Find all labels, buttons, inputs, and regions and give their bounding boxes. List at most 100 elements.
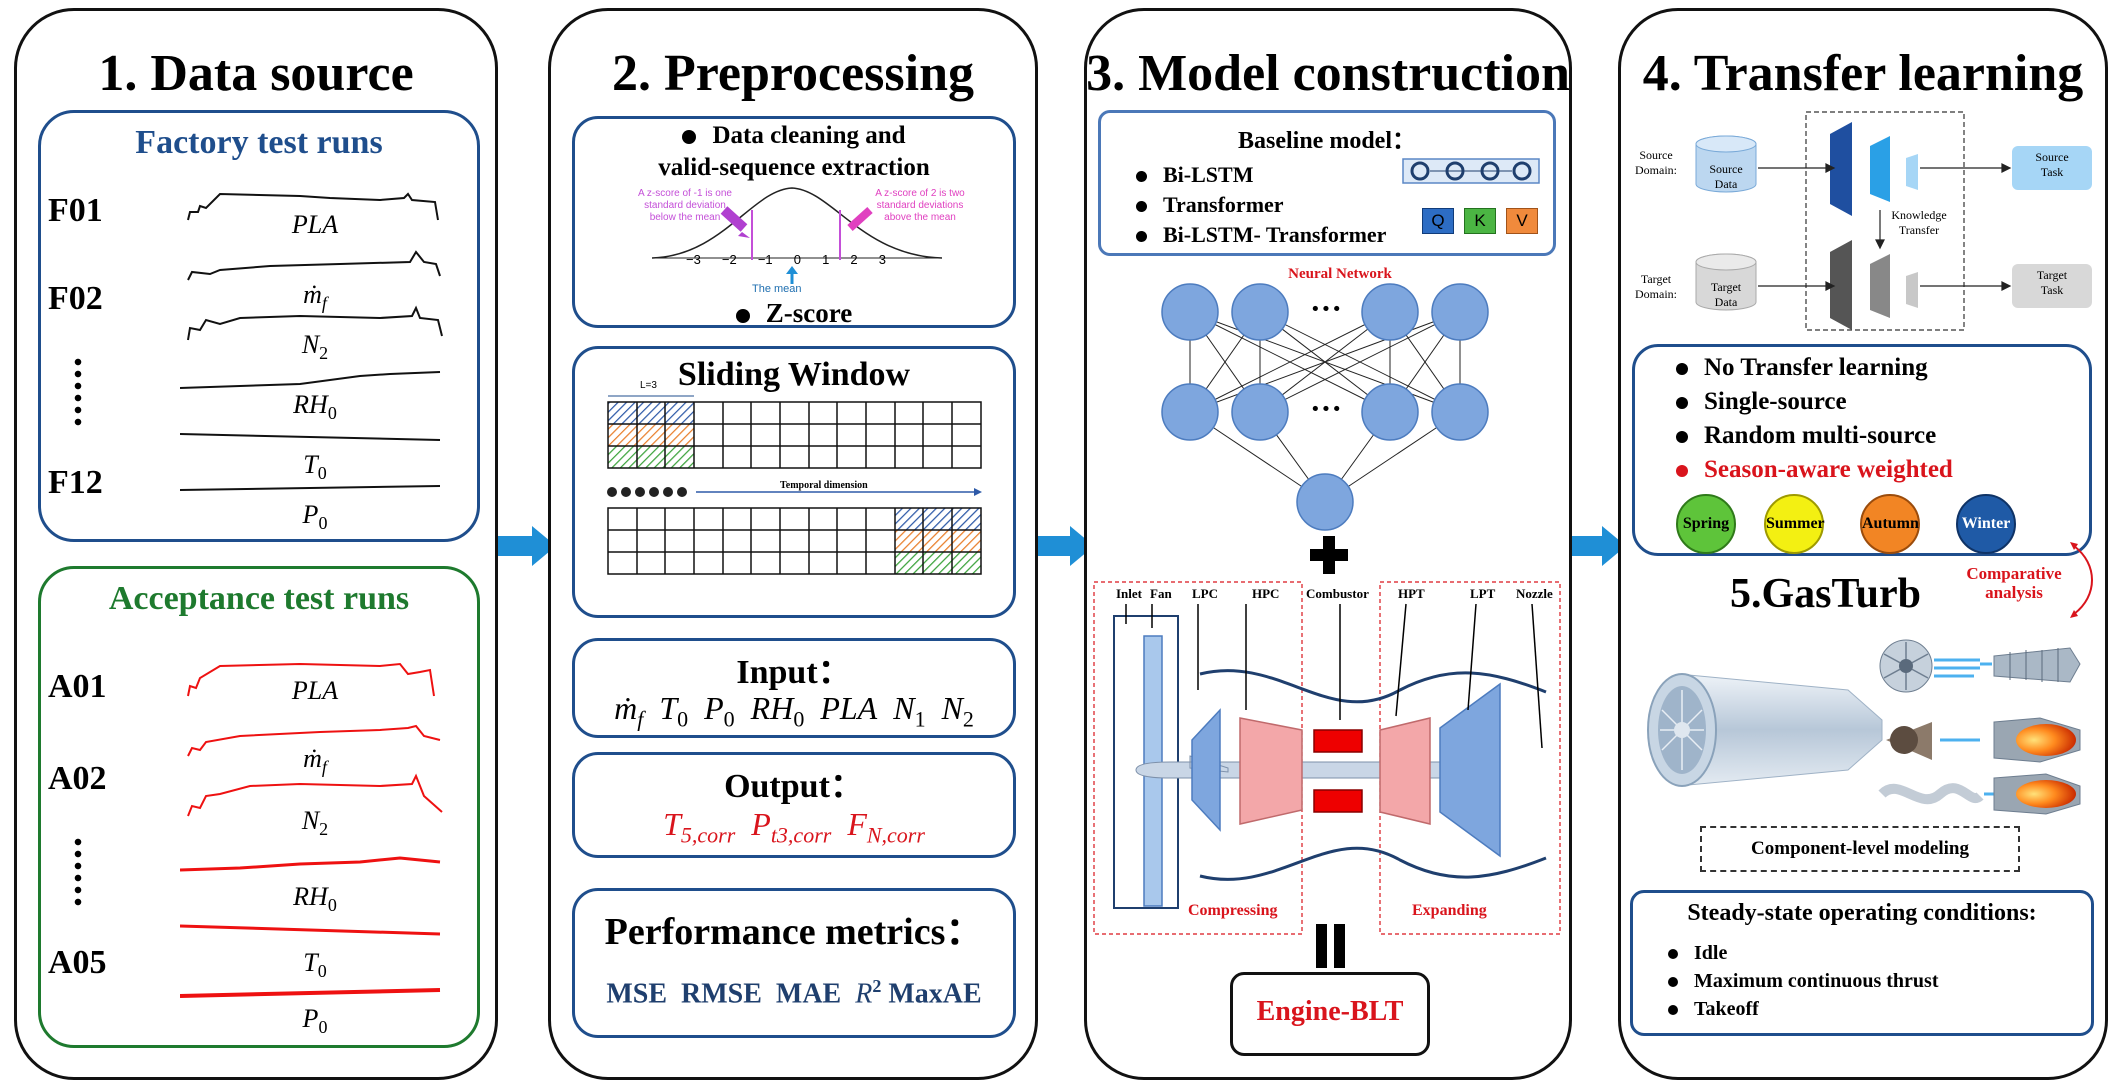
engine-label-lpc: LPC [1192,586,1218,601]
performance-metrics-title: Performance metrics： [604,911,984,953]
bullet-icon [735,308,750,323]
strategy-single-source: Single-source [1676,388,1847,416]
strategy-season-aware: Season-aware weighted [1676,456,1953,484]
acceptance-signal-mf: ṁf [303,744,327,778]
engine-schematic [1093,581,1561,935]
sliding-window-grid [607,395,982,575]
nn-dots-mid: ··· [1310,390,1343,426]
output-variables: T5,corr Pt3,corr FN,corr [663,806,925,848]
baseline-item-hybrid: Bi-LSTM- Transformer [1136,222,1386,248]
k-token: K [1464,208,1496,234]
season-winter: Winter [1956,494,2016,554]
plus-icon [1310,536,1348,574]
factory-signal-mf: ṁf [303,280,327,314]
engine-label-hpt: HPT [1398,586,1425,601]
z-score-label: Z-score [572,298,1016,329]
factory-signal-n2: N2 [301,330,329,364]
factory-signal-t0: T0 [303,450,327,484]
flow-arrow-1 [498,526,556,566]
acceptance-signal-rh0: RH0 [293,882,337,916]
engine-label-hpc: HPC [1252,586,1280,601]
v-token: V [1506,208,1538,234]
neural-network-title: Neural Network [1288,266,1392,282]
strategy-random-multi-source: Random multi-source [1676,422,1936,450]
data-cleaning-box [572,116,1016,328]
steady-item-takeoff: Takeoff [1668,998,1759,1021]
engine-label-nozzle: Nozzle [1516,586,1553,601]
engine-label-fan: Fan [1150,586,1172,601]
data-source-title: 1. Data source [98,45,414,102]
performance-metrics-box [572,888,1016,1038]
z-score-diagram [651,187,943,284]
steady-state-title: Steady-state operating conditions: [1687,900,2037,926]
input-variables: ṁf T0 P0 RH0 PLA N1 N2 [614,690,974,732]
turbofan-engine-image [1647,673,1883,787]
bullet-icon [1668,1005,1678,1016]
bullet-icon [682,130,697,145]
factory-code-f01: F01 [48,192,103,229]
lstm-chain-icon [1402,158,1540,184]
factory-heading: Factory test runs [135,124,383,161]
bullet-icon [1676,431,1688,444]
acceptance-code-a02: A02 [48,760,107,797]
bullet-icon [1668,949,1678,960]
acceptance-signal-t0: T0 [303,948,327,982]
factory-code-f12: F12 [48,464,103,501]
steady-item-max-continuous: Maximum continuous thrust [1668,970,1938,993]
component-modeling-box [1700,826,2020,872]
nn-dots-top: ··· [1310,290,1343,326]
baseline-title: Baseline model： [1238,128,1416,154]
output-title: Output： [724,768,864,805]
component-images [1878,639,2081,815]
bullet-icon [1668,977,1678,988]
bullet-icon [1676,363,1688,376]
sliding-window-title: Sliding Window [677,356,911,393]
q-token: Q [1422,208,1454,234]
comparative-arc-icon [2070,542,2093,618]
steady-item-idle: Idle [1668,942,1727,965]
preprocessing-title: 2. Preprocessing [611,45,975,102]
data-cleaning-line2: valid-sequence extraction [658,154,930,181]
acceptance-code-a05: A05 [48,944,107,981]
acceptance-signal-pla: PLA [291,676,339,705]
component-modeling-label: Component-level modeling [1751,838,1969,859]
red-bullet-icon [1676,465,1688,478]
engine-label-lpt: LPT [1470,586,1496,601]
equals-icon [1316,924,1346,968]
baseline-item-bilstm: Bi-LSTM [1136,162,1253,188]
z-mean-label: The mean [752,283,802,295]
acceptance-signal-p0: P0 [302,1004,328,1038]
season-summer: Summer [1764,494,1825,554]
neural-network-diagram [1161,283,1489,531]
model-construction-title: 3. Model construction [1086,45,1570,102]
transfer-learning-title: 4. Transfer learning [1642,45,2084,102]
factory-code-f02: F02 [48,280,103,317]
input-title: Input： [736,654,852,691]
bullet-icon [1136,201,1147,213]
season-autumn: Autumn [1860,494,1920,554]
season-spring: Spring [1676,494,1736,554]
flow-arrow-3 [1568,526,1626,566]
baseline-item-transformer: Transformer [1136,192,1284,218]
input-box [572,638,1016,738]
acceptance-vertical-dots [74,836,82,906]
gasturb-title: 5.GasTurb [1730,571,1922,617]
flow-arrow-2 [1036,526,1094,566]
acceptance-signal-n2: N2 [301,806,329,840]
expanding-label: Expanding [1412,902,1487,919]
window-length-label: L=3 [640,380,657,391]
transfer-learning-diagram [1695,111,2092,331]
factory-signal-pla: PLA [291,210,339,239]
acceptance-heading: Acceptance test runs [108,580,410,617]
engine-label-combustor: Combustor [1306,586,1369,601]
data-cleaning-line1: Data cleaning and [572,122,1016,150]
factory-signal-rh0: RH0 [293,390,337,424]
